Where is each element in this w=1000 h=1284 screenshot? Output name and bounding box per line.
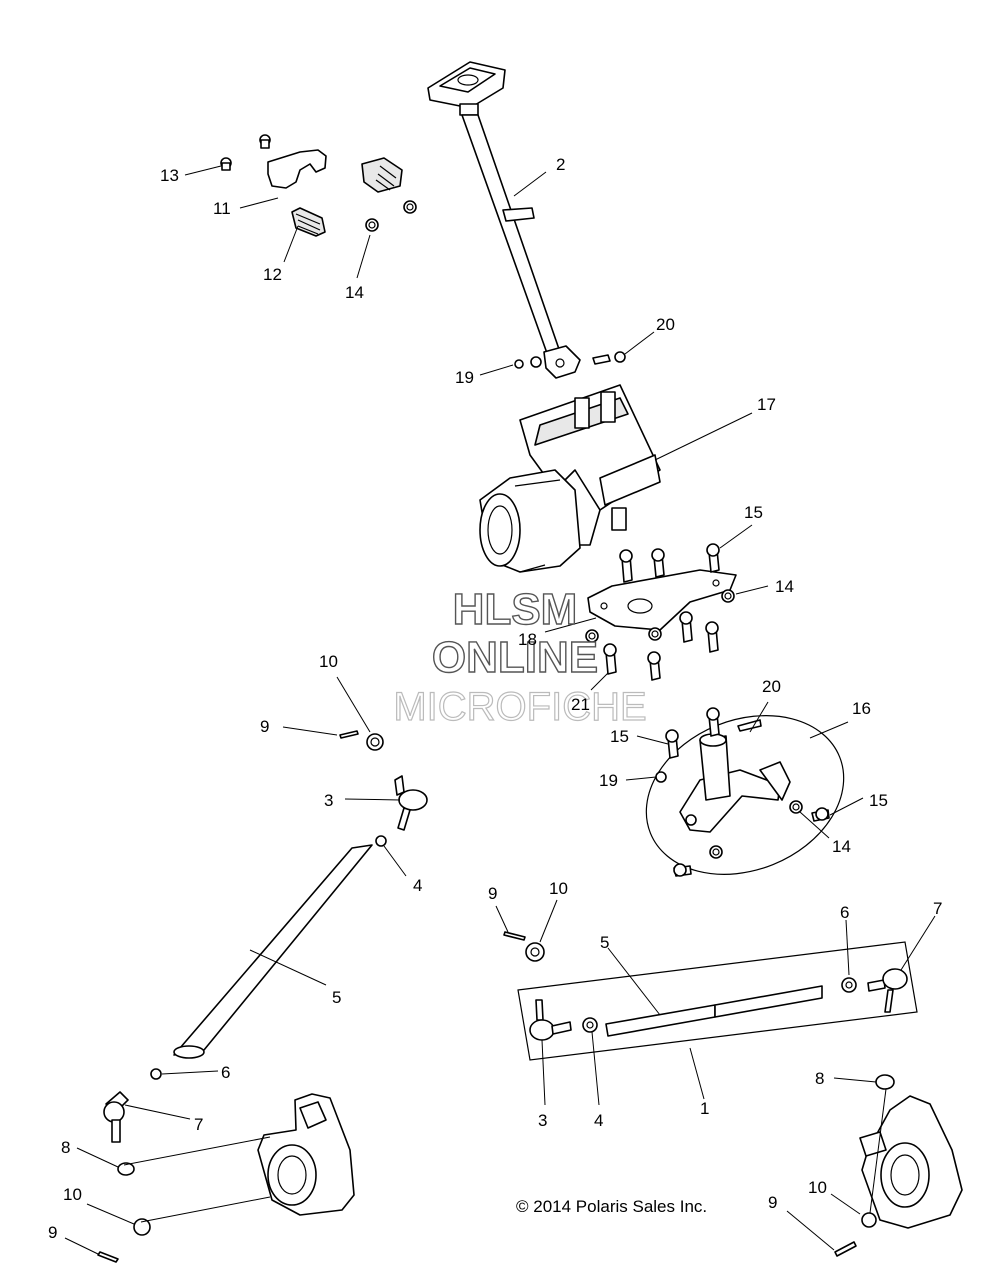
copyright-notice: © 2014 Polaris Sales Inc. [516,1197,707,1216]
callout-4b: 4 [594,1111,603,1130]
callout-3b: 3 [538,1111,547,1130]
callout-15c: 15 [869,791,888,810]
watermark: HLSM ONLINE MICROFICHE [393,584,648,729]
callout-17: 17 [757,395,776,414]
callout-18: 18 [518,630,537,649]
callout-5b: 5 [600,933,609,952]
callout-3a: 3 [324,791,333,810]
callout-20b: 20 [762,677,781,696]
frame-mount [645,707,845,877]
callout-13: 13 [160,166,179,185]
callout-10b: 10 [63,1185,82,1204]
callout-14b: 14 [775,577,794,596]
callout-6b: 6 [840,903,849,922]
callout-4a: 4 [413,876,422,895]
column-fasteners [514,351,626,369]
callout-15a: 15 [744,503,763,522]
callout-14a: 14 [345,283,364,302]
callout-15b: 15 [610,727,629,746]
callout-1: 1 [700,1099,709,1118]
leader-lines [64,165,936,1255]
left-tie-rod-assembly [97,730,428,1263]
callout-12: 12 [263,265,282,284]
callout-10a: 10 [319,652,338,671]
callout-5a: 5 [332,988,341,1007]
left-steering-knuckle [123,1093,355,1223]
column-clamps [220,134,417,237]
callout-10c: 10 [549,879,568,898]
callout-7b: 7 [933,899,942,918]
callout-9d: 9 [768,1193,777,1212]
steering-column [427,61,581,379]
eps-unit [479,384,661,573]
callout-8b: 8 [815,1069,824,1088]
callout-20a: 20 [656,315,675,334]
right-tie-rod-assembly [503,931,918,1090]
watermark-line1: HLSM [453,585,578,634]
watermark-line3: MICROFICHE [393,685,646,729]
callout-14c: 14 [832,837,851,856]
callout-19a: 19 [455,368,474,387]
callouts: 2 13 11 12 14 20 19 17 15 14 18 21 10 9 … [48,155,942,1242]
callout-6a: 6 [221,1063,230,1082]
watermark-line2: ONLINE [432,633,598,682]
callout-11: 11 [213,199,231,218]
callout-19b: 19 [599,771,618,790]
callout-21: 21 [571,695,590,714]
callout-9a: 9 [260,717,269,736]
callout-7a: 7 [194,1115,203,1134]
plate-bolts [585,543,735,681]
callout-16: 16 [852,699,871,718]
mount-plate [587,569,737,631]
callout-9b: 9 [48,1223,57,1242]
callout-2: 2 [556,155,565,174]
callout-9c: 9 [488,884,497,903]
callout-10d: 10 [808,1178,827,1197]
right-steering-knuckle [834,1088,963,1257]
callout-8a: 8 [61,1138,70,1157]
